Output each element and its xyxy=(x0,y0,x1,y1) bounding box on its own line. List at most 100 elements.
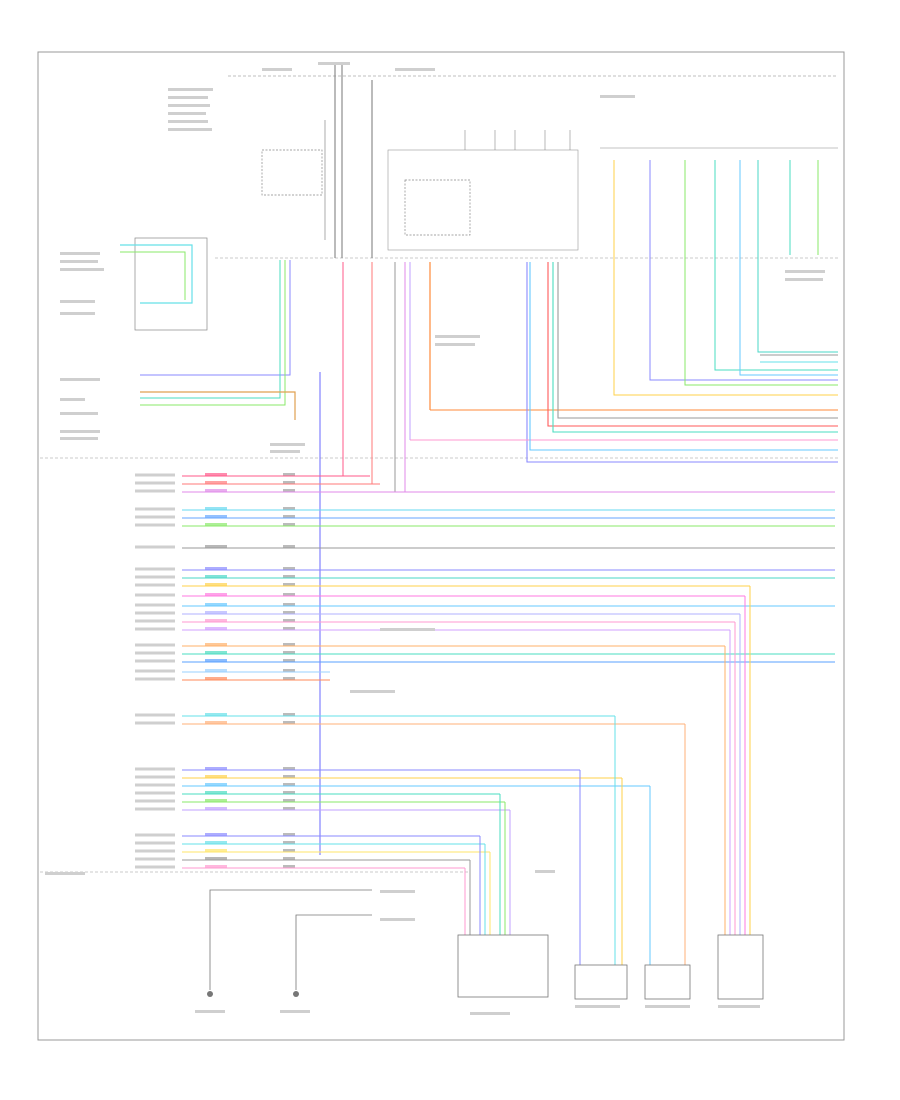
wire-label-mark-21 xyxy=(205,721,227,724)
wire-label-mark-13 xyxy=(205,619,227,622)
pin-wire-c xyxy=(140,260,286,406)
pin-label-32 xyxy=(135,865,175,869)
label-marks xyxy=(45,62,825,1015)
wire-label-mark-10 xyxy=(205,593,227,596)
pin-label-31 xyxy=(135,857,175,861)
pin-label-12 xyxy=(135,611,175,615)
wire-circuit-mark-16 xyxy=(283,651,295,654)
wire-label-mark-7 xyxy=(205,567,227,570)
pin-label-5 xyxy=(135,523,175,527)
wire-circuit-mark-32 xyxy=(283,865,295,868)
wire-label-mark-4 xyxy=(205,515,227,518)
pin-label-10 xyxy=(135,593,175,597)
pin-label-21 xyxy=(135,721,175,725)
wire-circuit-mark-10 xyxy=(283,593,295,596)
pin-label-2 xyxy=(135,489,175,493)
wire-circuit-mark-20 xyxy=(283,713,295,716)
wire-circuit-mark-5 xyxy=(283,523,295,526)
wire-circuit-mark-9 xyxy=(283,583,295,586)
ground-symbol-left xyxy=(207,991,213,997)
wire-circuit-mark-4 xyxy=(283,515,295,518)
bottom-component-4 xyxy=(717,934,764,1000)
left-upper-wire-loop-2 xyxy=(120,251,186,300)
left-upper-module xyxy=(134,237,208,331)
pin-label-0 xyxy=(135,473,175,477)
internal-module-box xyxy=(387,149,579,251)
wire-label-mark-29 xyxy=(205,841,227,844)
wire-circuit-mark-28 xyxy=(283,833,295,836)
wire-label-mark-31 xyxy=(205,857,227,860)
wire-label-mark-6 xyxy=(205,545,227,548)
pin-label-14 xyxy=(135,627,175,631)
left-pin-labels xyxy=(135,473,175,869)
pin-label-3 xyxy=(135,507,175,511)
pin-label-22 xyxy=(135,767,175,771)
wire-label-mark-19 xyxy=(205,677,227,680)
pin-label-7 xyxy=(135,567,175,571)
wire-circuit-mark-2 xyxy=(283,489,295,492)
ground-circuit-mid xyxy=(295,914,372,990)
wire-circuit-mark-14 xyxy=(283,627,295,630)
pin-label-15 xyxy=(135,643,175,647)
left-upper-wire-loop xyxy=(120,244,193,304)
wire-circuit-mark-3 xyxy=(283,507,295,510)
pin-label-1 xyxy=(135,481,175,485)
wire-circuit-mark-22 xyxy=(283,767,295,770)
pin-wire-d xyxy=(140,391,296,420)
wire-label-mark-25 xyxy=(205,791,227,794)
pin-label-18 xyxy=(135,669,175,673)
wire-circuit-mark-8 xyxy=(283,575,295,578)
wire-label-mark-32 xyxy=(205,865,227,868)
pin-label-25 xyxy=(135,791,175,795)
wire-label-mark-23 xyxy=(205,775,227,778)
wire-circuit-mark-27 xyxy=(283,807,295,810)
pin-label-9 xyxy=(135,583,175,587)
pin-label-23 xyxy=(135,775,175,779)
top-right-vertical-wires xyxy=(613,160,838,396)
wire-circuit-mark-7 xyxy=(283,567,295,570)
ground-circuit-left xyxy=(209,889,372,990)
pin-wire-b xyxy=(140,260,281,399)
wire-label-mark-15 xyxy=(205,643,227,646)
wire-circuit-mark-1 xyxy=(283,481,295,484)
top-connector-stubs xyxy=(464,130,838,150)
pin-label-27 xyxy=(135,807,175,811)
wire-circuit-mark-21 xyxy=(283,721,295,724)
wire-label-mark-1 xyxy=(205,481,227,484)
wire-circuit-mark-0 xyxy=(283,473,295,476)
wire-label-mark-22 xyxy=(205,767,227,770)
wire-label-mark-28 xyxy=(205,833,227,836)
pin-label-30 xyxy=(135,849,175,853)
pin-label-26 xyxy=(135,799,175,803)
wire-label-mark-2 xyxy=(205,489,227,492)
wire-circuit-mark-18 xyxy=(283,669,295,672)
pin-label-29 xyxy=(135,841,175,845)
wire-label-mark-16 xyxy=(205,651,227,654)
wire-label-mark-14 xyxy=(205,627,227,630)
wire-label-mark-0 xyxy=(205,473,227,476)
wire-label-mark-26 xyxy=(205,799,227,802)
bottom-drop-wires xyxy=(464,586,751,965)
bottom-component-center xyxy=(457,934,549,998)
wire-label-mark-20 xyxy=(205,713,227,716)
wire-label-mark-27 xyxy=(205,807,227,810)
pin-label-16 xyxy=(135,651,175,655)
wire-label-mark-18 xyxy=(205,669,227,672)
pin-label-8 xyxy=(135,575,175,579)
pin-label-28 xyxy=(135,833,175,837)
main-module-wires xyxy=(182,473,835,869)
relay-box-center xyxy=(404,179,471,236)
wire-label-mark-3 xyxy=(205,507,227,510)
wire-circuit-mark-13 xyxy=(283,619,295,622)
pin-label-19 xyxy=(135,677,175,681)
wire-circuit-mark-23 xyxy=(283,775,295,778)
wire-circuit-mark-31 xyxy=(283,857,295,860)
pin-label-4 xyxy=(135,515,175,519)
right-bundle-wires xyxy=(410,262,838,463)
diagram-frame xyxy=(37,51,845,1041)
pin-label-20 xyxy=(135,713,175,717)
wire-circuit-mark-11 xyxy=(283,603,295,606)
wire-label-mark-24 xyxy=(205,783,227,786)
pin-wire-a xyxy=(140,260,291,376)
